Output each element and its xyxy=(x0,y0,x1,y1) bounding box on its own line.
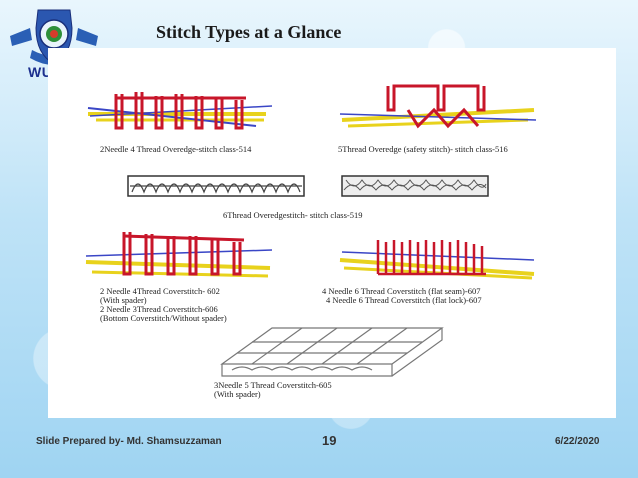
caption-519: 6Thread Overedgestitch- stitch class-519 xyxy=(223,210,363,220)
footer-date: 6/22/2020 xyxy=(555,436,600,447)
stitch-519-illustration-left xyxy=(126,172,306,200)
figure-panel: 2Needle 4 Thread Overedge-stitch class-5… xyxy=(48,48,616,418)
stitch-516-illustration xyxy=(338,80,538,136)
stitch-605-illustration xyxy=(212,324,452,378)
caption-606-sub: (Bottom Coverstitch/Without spader) xyxy=(100,313,227,323)
stitch-602-illustration xyxy=(84,228,274,284)
stitch-607-illustration xyxy=(338,234,538,282)
caption-516: 5Thread Overedge (safety stitch)- stitch… xyxy=(338,144,508,154)
caption-607-flat-lock: 4 Needle 6 Thread Coverstitch (flat lock… xyxy=(326,295,482,305)
caption-514: 2Needle 4 Thread Overedge-stitch class-5… xyxy=(100,144,251,154)
stitch-519-illustration-right xyxy=(340,172,490,200)
footer-author: Slide Prepared by- Md. Shamsuzzaman xyxy=(36,436,222,447)
caption-605-sub: (With spader) xyxy=(214,389,261,399)
stitch-514-illustration xyxy=(86,86,276,136)
slide-title: Stitch Types at a Glance xyxy=(156,22,341,43)
slide-number: 19 xyxy=(322,433,336,448)
